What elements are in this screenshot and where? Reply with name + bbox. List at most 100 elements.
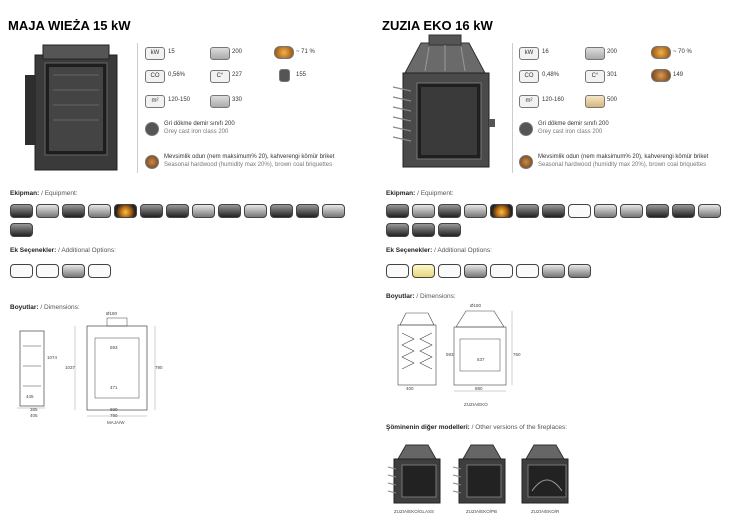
drawing-caption: ZUZIA/EKO xyxy=(464,402,488,407)
fuel-en: Seasonal hardwood (humidity max 20%), br… xyxy=(164,162,333,168)
area-icon: m² xyxy=(519,95,539,108)
volume-value: 330 xyxy=(232,97,243,103)
equipment-item xyxy=(36,204,59,218)
dim-label: 790 xyxy=(155,365,163,370)
equipment-item xyxy=(516,204,539,218)
equipment-item xyxy=(140,204,163,218)
dimensions-heading: Boyutlar: / Dimensions: xyxy=(386,293,456,300)
material-tr: Gri dökme demir sınıfı 200 xyxy=(164,121,235,127)
equipment-item xyxy=(594,204,617,218)
fuel-tr: Mevsimlik odun (nem maksimum% 20), kahve… xyxy=(538,154,709,160)
weight-icon xyxy=(279,69,290,82)
equipment-item xyxy=(322,204,345,218)
equipment-item xyxy=(218,204,241,218)
dim-label: 760 xyxy=(513,352,521,357)
flame-icon xyxy=(274,46,294,59)
equipment-item xyxy=(620,204,643,218)
dim-label: 445 xyxy=(26,394,34,399)
material-en: Grey cast iron class 200 xyxy=(164,129,229,135)
equipment-item xyxy=(412,204,435,218)
option-item xyxy=(464,264,487,278)
dim-label: 405 xyxy=(30,413,38,418)
volume-icon xyxy=(210,95,230,108)
cast-iron-icon xyxy=(519,122,533,136)
product-title: MAJA WIEŻA 15 kW xyxy=(8,18,131,33)
power-icon: kW xyxy=(519,47,539,60)
option-item xyxy=(412,264,435,278)
product-title: ZUZIA EKO 16 kW xyxy=(382,18,493,33)
equipment-item xyxy=(386,204,409,218)
equipment-item xyxy=(542,204,565,218)
flue-width-value: 200 xyxy=(607,49,618,55)
equipment-item xyxy=(386,223,409,237)
efficiency-value: ~ 71 % xyxy=(296,49,315,55)
wood-icon xyxy=(145,155,159,169)
co-value: 0,48% xyxy=(542,72,560,78)
equipment-item xyxy=(296,204,319,218)
area-value: 120-150 xyxy=(168,97,191,103)
dim-label: Ø180 xyxy=(470,303,482,308)
cast-iron-icon xyxy=(145,122,159,136)
fireplace-photo xyxy=(25,44,118,171)
option-item xyxy=(88,264,111,278)
flame-icon xyxy=(651,46,671,59)
drawing-caption: MAJA/W xyxy=(107,420,125,425)
model-photo xyxy=(452,444,506,504)
option-item xyxy=(62,264,85,278)
equipment-item xyxy=(62,204,85,218)
temperature-value: 227 xyxy=(232,72,243,78)
weight-value: 155 xyxy=(296,72,307,78)
option-item xyxy=(542,264,565,278)
model-photo xyxy=(521,444,569,504)
flue-width-value: 200 xyxy=(232,49,243,55)
dim-label: Ø180 xyxy=(106,311,118,316)
dim-label: 1037 xyxy=(65,365,76,370)
option-item xyxy=(490,264,513,278)
model-caption: ZUZIA/EKO/PB xyxy=(466,509,498,514)
area-value: 120-160 xyxy=(542,97,565,103)
equipment-item xyxy=(114,204,137,218)
power-icon: kW xyxy=(145,47,165,60)
options-heading: Ek Seçenekler: / Additional Options: xyxy=(386,247,492,254)
fuel-tr: Mevsimlik odun (nem maksimum% 20), kahve… xyxy=(164,154,335,160)
dim-label: 385 xyxy=(30,407,38,412)
option-item xyxy=(386,264,409,278)
equipment-item xyxy=(166,204,189,218)
dim-label: 400 xyxy=(406,386,414,391)
efficiency-value: ~ 70 % xyxy=(673,49,692,55)
co-icon: CO xyxy=(145,70,165,83)
equipment-item xyxy=(10,204,33,218)
dim-label: 880 xyxy=(475,386,483,391)
model-caption: ZUZIA/EKO/GLASS xyxy=(394,509,435,514)
co-icon: CO xyxy=(519,70,539,83)
dim-label: 790 xyxy=(110,413,118,418)
co-value: 0,56% xyxy=(168,72,186,78)
dim-label: 690 xyxy=(110,407,118,412)
area-icon: m² xyxy=(145,95,165,108)
equipment-item xyxy=(438,204,461,218)
equipment-heading: Ekipman: / Equipment: xyxy=(386,190,454,197)
equipment-item xyxy=(244,204,267,218)
dim-label: 593 xyxy=(446,352,454,357)
weight-icon xyxy=(651,69,671,82)
model-caption: ZUZIA/EKO/R xyxy=(531,509,560,514)
equipment-item xyxy=(192,204,215,218)
volume-value: 500 xyxy=(607,97,618,103)
equipment-item xyxy=(672,204,695,218)
model-photo xyxy=(387,444,441,504)
temperature-icon: C° xyxy=(210,70,230,83)
dim-label: 471 xyxy=(110,385,118,390)
dim-label: 593 xyxy=(110,345,118,350)
weight-value: 149 xyxy=(673,72,684,78)
option-item xyxy=(568,264,591,278)
equipment-heading: Ekipman: / Equipment: xyxy=(10,190,78,197)
equipment-item xyxy=(438,223,461,237)
option-item xyxy=(10,264,33,278)
dimensions-heading: Boyutlar: / Dimensions: xyxy=(10,304,80,311)
fuel-en: Seasonal hardwood (humidity max 20%), br… xyxy=(538,162,707,168)
equipment-item xyxy=(646,204,669,218)
dim-label: 1074 xyxy=(47,355,58,360)
dimension-drawing xyxy=(17,317,156,417)
option-item xyxy=(36,264,59,278)
wood-icon xyxy=(519,155,533,169)
